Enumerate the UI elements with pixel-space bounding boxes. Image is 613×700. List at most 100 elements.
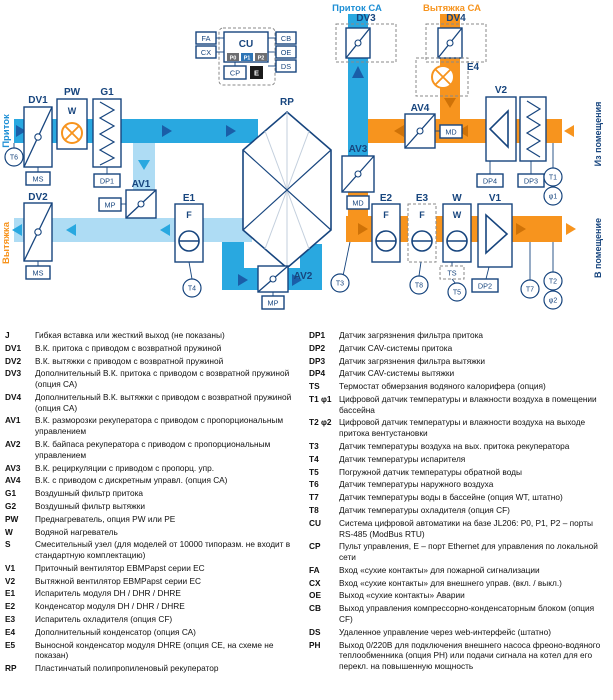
label-dv2: DV2 <box>28 192 48 203</box>
fan-v1 <box>477 203 513 268</box>
legend: J Гибкая вставка или жесткий выход (не п… <box>5 330 609 676</box>
legend-text: Датчик CAV-системы вытяжки <box>339 368 455 379</box>
legend-text: Датчик CAV-системы притока <box>339 342 453 353</box>
legend-code: E5 <box>5 639 16 650</box>
sensor-t4 <box>182 278 202 298</box>
sensor-t7 <box>520 279 540 299</box>
label-t4: T4 <box>188 286 196 293</box>
legend-row: CU Система цифровой автоматики на базе J… <box>309 518 609 540</box>
label-av1: AV1 <box>132 179 151 190</box>
inner-e2-f: F <box>383 210 389 220</box>
legend-row: DS Удаленное управление через web-интерф… <box>309 627 609 638</box>
damper-dv1 <box>23 106 53 186</box>
label-dv3: DV3 <box>356 13 376 24</box>
legend-row: AV4 В.К. с приводом с дискретным управл.… <box>5 475 297 486</box>
legend-text: В.К. рециркуляции с приводом с пропорц. … <box>35 462 215 473</box>
label-p2: P2 <box>258 56 265 62</box>
legend-text: В.К. разморозки рекуператора с приводом … <box>35 415 284 437</box>
legend-left-column: J Гибкая вставка или жесткий выход (не п… <box>5 330 297 676</box>
legend-text: В.К. с приводом с дискретным управл. (оп… <box>35 475 228 486</box>
sensor-t2 <box>543 271 563 291</box>
legend-row: V1 Приточный вентилятор EBMPapst серии E… <box>5 563 297 574</box>
label-g1: G1 <box>100 87 114 98</box>
legend-row: E3 Испаритель охладителя (опция CF) <box>5 614 297 625</box>
label-av4: AV4 <box>411 103 430 114</box>
label-p1: P1 <box>244 56 251 62</box>
legend-code: CB <box>309 603 321 614</box>
legend-row: TS Термостат обмерзания водяного калориф… <box>309 381 609 392</box>
legend-code: DV2 <box>5 355 22 366</box>
legend-code: CX <box>309 577 321 588</box>
label-iz-pomeshcheniya: Из помещения <box>593 102 603 167</box>
inner-e3-f: F <box>419 210 425 220</box>
preheater-pw <box>56 98 88 150</box>
legend-text: Датчик температуры охладителя (опция CF) <box>339 504 510 515</box>
legend-code: E4 <box>5 626 16 637</box>
legend-code: AV3 <box>5 462 21 473</box>
arrow-exhaust-out <box>12 224 22 236</box>
legend-text: Дополнительный В.К. вытяжки с приводом с… <box>35 391 292 413</box>
sensor-t5 <box>447 282 467 302</box>
inner-e1-f: F <box>186 210 192 220</box>
legend-row: E2 Конденсатор модуля DH / DHR / DHRE <box>5 601 297 612</box>
label-t7: T7 <box>526 287 534 294</box>
label-e2: E2 <box>380 193 393 204</box>
arrow-bypass-down <box>138 160 150 170</box>
legend-row: OE Выход «сухие контакты» Аварии <box>309 590 609 601</box>
flow-arrows <box>12 66 576 286</box>
label-oe: OE <box>281 48 292 57</box>
legend-row: E5 Выносной конденсатор модуля DHRE (опц… <box>5 640 297 662</box>
legend-code: T1 φ1 <box>309 393 332 404</box>
label-t8: T8 <box>415 283 423 290</box>
arrow-supply-to-rp <box>226 125 236 137</box>
legend-row: T5 Погружной датчик температуры обратной… <box>309 467 609 478</box>
bypass-loop-left <box>222 242 244 270</box>
legend-row: CP Пульт управления, Е – порт Ethernet д… <box>309 541 609 563</box>
sensor-t1 <box>543 167 563 187</box>
legend-row: FA Вход «сухие контакты» для пожарной си… <box>309 565 609 576</box>
label-w: W <box>452 193 462 204</box>
legend-row: DV1 В.К. притока с приводом с возвратной… <box>5 343 297 354</box>
legend-text: Приточный вентилятор EBMPapst серии EC <box>35 562 205 573</box>
label-mp-av2: MP <box>268 299 279 308</box>
ethernet-port-icon <box>250 66 263 79</box>
damper-av3 <box>341 155 375 210</box>
legend-text: Испаритель охладителя (опция CF) <box>35 613 173 624</box>
legend-text: Датчик температуры наружного воздуха <box>339 479 494 490</box>
damper-dv3 <box>335 23 397 63</box>
label-dp4: DP4 <box>483 177 497 186</box>
label-e4: E4 <box>467 62 480 73</box>
label-cb: CB <box>281 34 291 43</box>
label-dp1: DP1 <box>100 177 114 186</box>
arrow-supply-mid <box>162 125 172 137</box>
label-ms-dv1: MS <box>33 175 44 184</box>
legend-code: T8 <box>309 504 319 515</box>
label-v1: V1 <box>489 193 502 204</box>
evaporator-e1 <box>174 203 204 263</box>
legend-code: J <box>5 330 10 340</box>
label-pw: PW <box>64 87 81 98</box>
label-mp-av1: MP <box>105 201 116 210</box>
legend-code: T2 φ2 <box>309 417 332 428</box>
legend-code: DP1 <box>309 330 326 340</box>
hvac-schematic: Приток СА Вытяжка СА Приток Вытяжка Из п… <box>1 3 603 310</box>
legend-row: G1 Воздушный фильтр притока <box>5 488 297 499</box>
arrow-supply-in <box>16 125 26 137</box>
legend-code: V1 <box>5 562 16 573</box>
label-vytyazhka: Вытяжка <box>1 221 12 264</box>
legend-text: Погружной датчик температуры обратной во… <box>339 466 522 477</box>
legend-text: Удаленное управление через web-интерфейс… <box>339 626 551 637</box>
legend-row: DP1 Датчик загрязнения фильтра притока <box>309 330 609 341</box>
legend-row: T3 Датчик температуры воздуха на вых. пр… <box>309 441 609 452</box>
legend-row: AV3 В.К. рециркуляции с приводом с пропо… <box>5 463 297 474</box>
legend-code: S <box>5 539 11 550</box>
label-t2: T2 <box>549 279 557 286</box>
legend-row: DP2 Датчик CAV-системы притока <box>309 343 609 354</box>
legend-text: Конденсатор модуля DH / DHR / DHRE <box>35 601 185 612</box>
legend-row: G2 Воздушный фильтр вытяжки <box>5 501 297 512</box>
legend-code: PH <box>309 639 321 650</box>
legend-row: J Гибкая вставка или жесткий выход (не п… <box>5 330 297 341</box>
arrow-band-bottom-2 <box>516 223 526 235</box>
legend-text: Пластинчатый полипропиленовый рекуперато… <box>35 663 219 674</box>
label-cu: CU <box>239 39 253 50</box>
